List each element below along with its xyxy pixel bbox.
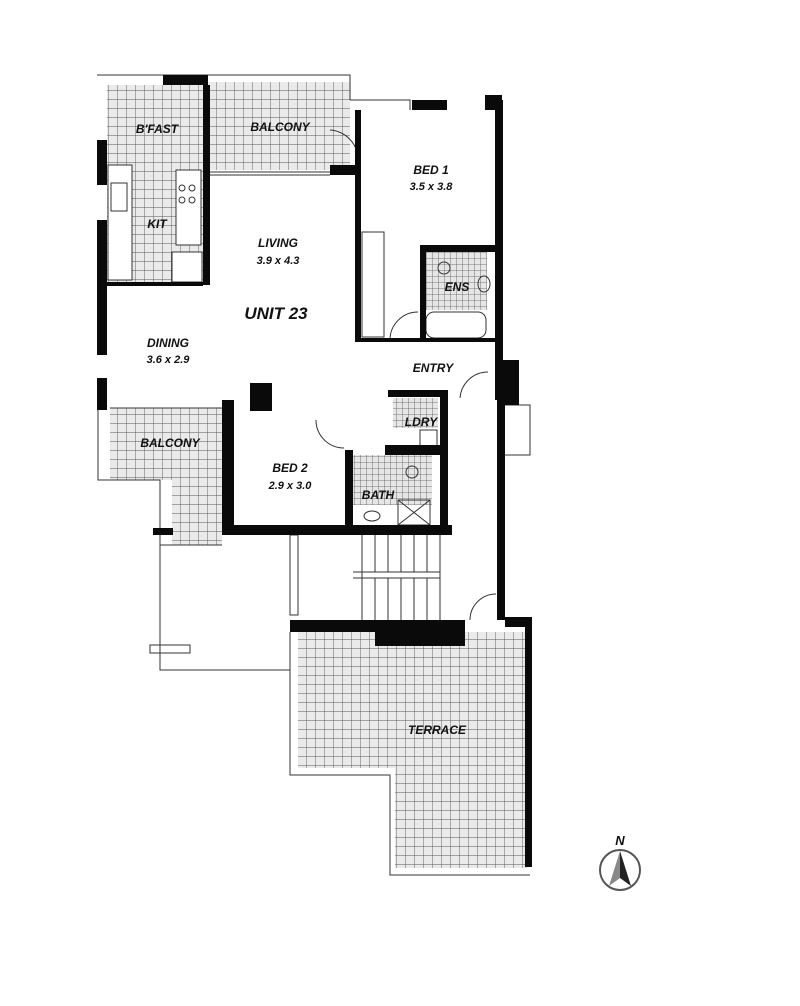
unit-title: UNIT 23 (244, 304, 308, 323)
size-living: 3.9 x 4.3 (257, 255, 300, 267)
size-bed1: 3.5 x 3.8 (410, 181, 454, 193)
outlines (97, 74, 531, 876)
tiled-floors (107, 82, 528, 868)
balcony-top-floor (208, 82, 350, 170)
compass-label: N (615, 833, 625, 848)
label-living: LIVING (258, 236, 298, 250)
label-bfast: B'FAST (136, 122, 180, 136)
label-balcony-lower: BALCONY (140, 436, 200, 450)
label-bed2: BED 2 (272, 461, 308, 475)
room-labels: B'FAST BALCONY BED 1 3.5 x 3.8 KIT LIVIN… (136, 120, 469, 737)
bath-floor (352, 455, 432, 505)
label-balcony-top: BALCONY (250, 120, 310, 134)
ldry-floor (393, 398, 438, 428)
size-dining: 3.6 x 2.9 (147, 354, 191, 366)
terrace-floor (298, 632, 528, 868)
label-dining: DINING (147, 336, 189, 350)
kitchen-fixtures (107, 164, 203, 283)
label-terrace: TERRACE (408, 723, 467, 737)
label-ldry: LDRY (405, 415, 438, 429)
size-bed2: 2.9 x 3.0 (268, 480, 313, 492)
ens-floor (425, 252, 487, 310)
north-compass-icon: N (599, 833, 641, 891)
label-bath: BATH (362, 488, 395, 502)
walls (97, 75, 532, 867)
label-kit: KIT (147, 217, 168, 231)
label-entry: ENTRY (413, 361, 454, 375)
label-bed1: BED 1 (413, 163, 449, 177)
label-ens: ENS (445, 280, 470, 294)
balcony-lower-floor (110, 408, 222, 545)
door-swings (315, 129, 497, 621)
